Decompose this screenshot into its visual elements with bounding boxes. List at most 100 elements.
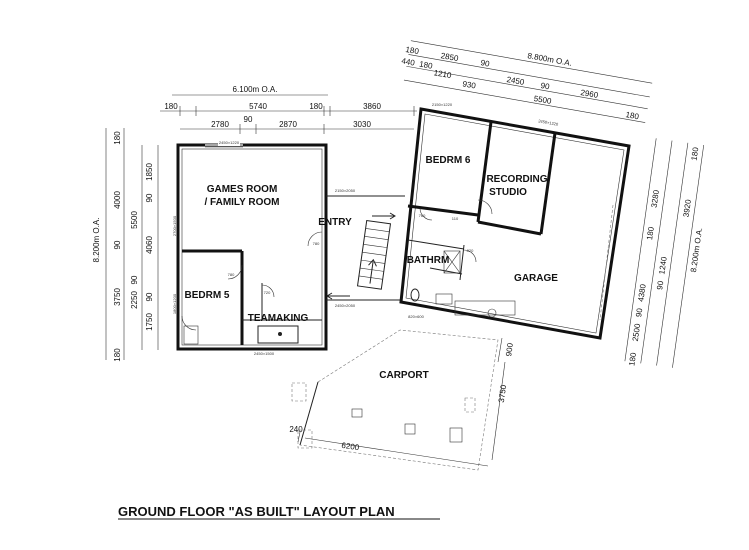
- studio-label: STUDIO: [489, 187, 527, 198]
- door-720-label: 720: [264, 290, 271, 295]
- sink-icon: [278, 332, 282, 336]
- teamaking-label: TEAMAKING: [248, 313, 309, 324]
- bath-window-label: 820×600: [408, 314, 424, 319]
- games-window-label: 2450×1220: [219, 140, 240, 145]
- entry-window-label: 2150×2050: [335, 188, 356, 193]
- carport-post-6: [464, 397, 476, 413]
- dim-90: 90: [244, 115, 253, 124]
- left-block-inner-wall: [181, 148, 323, 346]
- games-door-swing-icon: [307, 231, 323, 247]
- carport-post-4: [449, 427, 463, 443]
- bedrm6-bottom-wall: [407, 204, 479, 217]
- dim-180-b: 180: [309, 102, 323, 111]
- staircase: [356, 219, 392, 290]
- dim-5500: 5500: [533, 94, 553, 106]
- shower-icon: [443, 250, 461, 274]
- dim-2850: 2850: [440, 51, 460, 63]
- bathrm-label: BATHRM: [407, 255, 450, 266]
- dim-r-180-a: 180: [405, 45, 420, 56]
- teamaking-door-swing-icon: [261, 284, 275, 298]
- dim-left-5500: 5500: [130, 211, 139, 229]
- dim-2250: 2250: [130, 291, 139, 309]
- dim-4000: 4000: [113, 191, 122, 209]
- door-780-label-a: 780: [313, 241, 320, 246]
- carport-dim-240: 240: [289, 425, 303, 434]
- recording-label: RECORDING: [486, 174, 547, 185]
- dim-3030: 3030: [353, 120, 371, 129]
- door-110-label: 110: [452, 216, 459, 221]
- door-780-label-b: 780: [228, 272, 235, 277]
- dim-left-3750: 3750: [113, 288, 122, 306]
- dim-right-180-a: 180: [690, 146, 701, 161]
- games-window-label-bg: [218, 140, 240, 146]
- dim-r-180-c: 180: [625, 110, 640, 121]
- dim-left-180-a: 180: [113, 131, 122, 145]
- dim-3280: 3280: [650, 189, 661, 208]
- dims-top-right: 8.800m O.A. 180 2850 90 440 180 1210 930…: [401, 40, 653, 123]
- dim-2450: 2450: [506, 75, 526, 87]
- plan-title: GROUND FLOOR "AS BUILT" LAYOUT PLAN: [118, 504, 395, 519]
- dims-top-left: 6.100m O.A. 180 5740 180 3860 2780 90 28…: [160, 85, 417, 134]
- dim-r-180-b: 180: [419, 60, 434, 71]
- dim-4060: 4060: [145, 236, 154, 254]
- dim-left-180-b: 180: [113, 348, 122, 362]
- dim-1850: 1850: [145, 163, 154, 181]
- garage-bench: [454, 300, 516, 316]
- bedrm6-door-swing-icon: [419, 207, 433, 221]
- garage-top-window-label: 2450×1220: [538, 118, 559, 127]
- dim-right-90-a: 90: [655, 280, 665, 291]
- carport-dim-900: 900: [504, 342, 515, 357]
- dim-left-90-c: 90: [145, 292, 154, 301]
- carport-area: CARPORT 900 3750 240 6200: [289, 329, 515, 471]
- recording-left-wall: [476, 121, 493, 223]
- left-block-outer-wall: [176, 143, 328, 351]
- door-760-label: 760: [419, 213, 426, 218]
- dim-left-90-a: 90: [145, 193, 154, 202]
- right-block-inner-wall: [405, 113, 625, 334]
- dim-left-8200-oa: 8.200m O.A.: [92, 218, 101, 263]
- dims-left-side: 8.200m O.A. 180 1850 4000 90 5500 4060 9…: [92, 128, 159, 362]
- carport-label: CARPORT: [379, 370, 428, 381]
- dims-right-side: 8.200m O.A. 180 3920 3280 180 1240 90 43…: [624, 138, 704, 368]
- dim-180-a: 180: [164, 102, 178, 111]
- games-left-window-label: 2700×1500: [172, 215, 177, 236]
- dim-440: 440: [401, 56, 416, 67]
- dim-3860: 3860: [363, 102, 381, 111]
- kitchen-bench: [257, 325, 299, 344]
- dim-right-90-b: 90: [634, 307, 644, 318]
- left-block: 2450×1220 2700×1500 1800×1200 2450×1500 …: [172, 140, 328, 356]
- toilet-icon: [410, 288, 420, 302]
- lower-door-label: 2450×2050: [335, 303, 356, 308]
- garage-sink-icon: [487, 308, 497, 318]
- dim-r-90-b: 90: [540, 81, 551, 92]
- bedrm5-left-window-label: 1800×1200: [172, 293, 177, 314]
- carport-dim-6200: 6200: [341, 441, 360, 452]
- bedrm5-door-swing-icon-2: [181, 315, 197, 331]
- garage-door-dash: [599, 204, 614, 321]
- dim-2870: 2870: [279, 120, 297, 129]
- carport-outline: [299, 329, 499, 471]
- dim-1240: 1240: [657, 256, 668, 275]
- games-room-label: GAMES ROOM: [207, 184, 278, 195]
- bedrm6-label: BEDRM 6: [425, 155, 470, 166]
- laundry-tub-icon: [435, 293, 453, 305]
- dim-2780: 2780: [211, 120, 229, 129]
- bathrm-top-wall: [407, 239, 465, 250]
- carport-post-5: [351, 408, 363, 418]
- garage-label: GARAGE: [514, 273, 558, 284]
- garage-door-swing-icon: [463, 249, 477, 263]
- bedrm5-wardrobe: [183, 325, 199, 345]
- dim-left-90-b: 90: [113, 240, 122, 249]
- dim-right-180-c: 180: [627, 351, 638, 366]
- right-block-outer-wall: [399, 107, 631, 340]
- dim-2960: 2960: [580, 88, 600, 100]
- dim-r-90-a: 90: [480, 58, 491, 69]
- stair-arrow-icon: [369, 261, 374, 284]
- right-block: 2150×1220 2450×1220 760 110 820×600 820 …: [399, 102, 631, 340]
- recording-door-swing-icon: [477, 199, 493, 215]
- entry-area: 2150×2050 2450×2050 ENTRY: [318, 188, 405, 308]
- dim-3920: 3920: [682, 198, 693, 217]
- dim-1210: 1210: [433, 68, 453, 80]
- carport-dim-3750: 3750: [497, 384, 508, 403]
- dim-1750: 1750: [145, 313, 154, 331]
